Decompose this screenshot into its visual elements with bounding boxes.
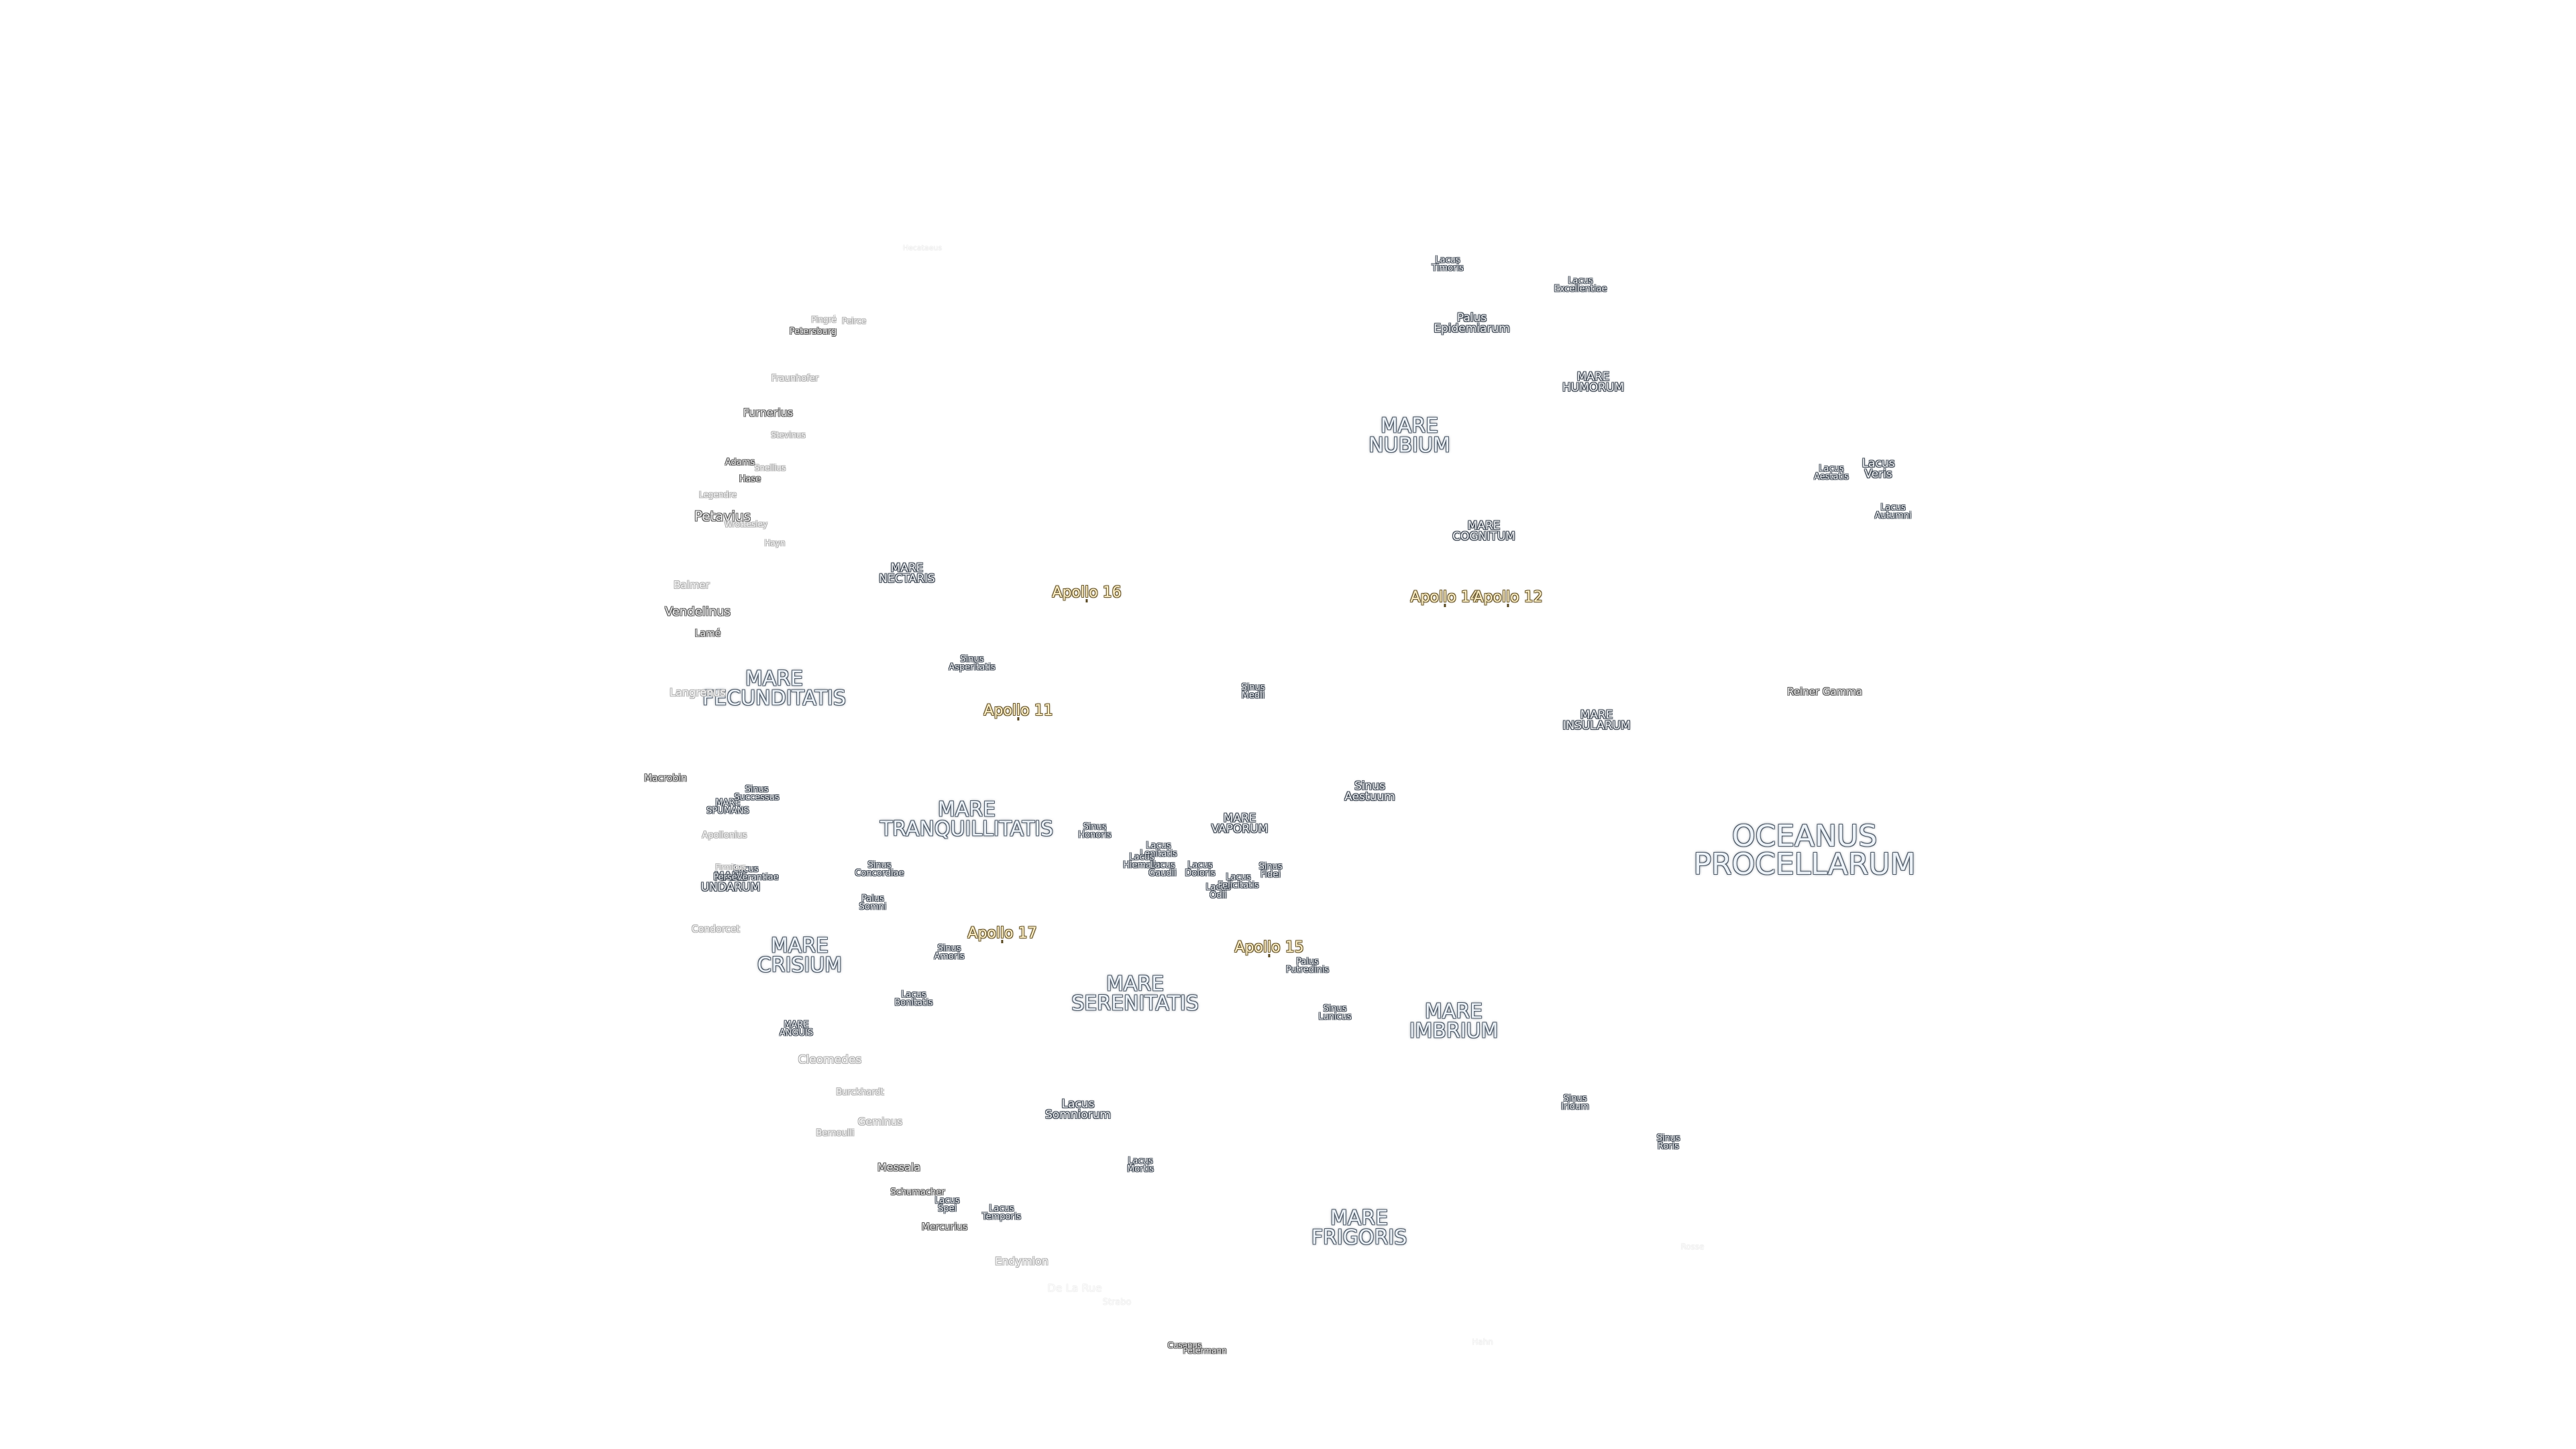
apollo-site-apollo-12: Apollo 12 bbox=[1473, 589, 1543, 607]
feature-label-lam: Lamé bbox=[694, 628, 721, 639]
feature-label-palus-epidemiarum: Palus Epidemiarum bbox=[1434, 311, 1510, 335]
feature-label-petavius: Petavius bbox=[694, 508, 751, 525]
apollo-site-apollo-14: Apollo 14 bbox=[1410, 589, 1480, 607]
feature-label-reiner-gamma: Reiner Gamma bbox=[1786, 685, 1863, 698]
feature-label-lacus-gaudii: Lacus Gaudii bbox=[1148, 860, 1177, 879]
feature-label-lacus-aestatis: Lacus Aestatis bbox=[1814, 464, 1849, 482]
feature-label-lacus-autumni: Lacus Autumni bbox=[1874, 502, 1912, 521]
feature-label-lacus-spei: Lacus Spei bbox=[934, 1195, 960, 1214]
feature-label-schumacher: Schumacher bbox=[890, 1187, 945, 1197]
landing-marker-icon bbox=[1017, 716, 1020, 720]
feature-label-condorcet: Condorcet bbox=[692, 924, 740, 935]
feature-label-mare-spumans: MARE SPUMANS bbox=[706, 798, 749, 816]
feature-label-furnerius: Furnerius bbox=[743, 406, 794, 419]
feature-label-mare-imbrium: MARE IMBRIUM bbox=[1409, 1000, 1499, 1042]
feature-label-cleomedes: Cleomedes bbox=[798, 1053, 862, 1067]
feature-label-burckhardt: Burckhardt bbox=[836, 1087, 884, 1097]
landing-marker-icon bbox=[1507, 603, 1509, 607]
feature-label-mare-anguis: MARE ANGUIS bbox=[779, 1020, 814, 1038]
feature-label-mare-humorum: MARE HUMORUM bbox=[1562, 370, 1625, 394]
feature-label-vendelinus: Vendelinus bbox=[664, 604, 731, 619]
feature-label-mare-undarum: MARE UNDARUM bbox=[700, 869, 761, 894]
feature-label-oceanus-procellarum: OCEANUS PROCELLARUM bbox=[1693, 819, 1916, 881]
feature-label-palus-putredinis: Palus Putredinis bbox=[1285, 957, 1330, 975]
feature-label-hayn: Hayn bbox=[764, 538, 786, 548]
feature-label-bernoulli: Bernoulli bbox=[816, 1128, 855, 1138]
feature-label-lacus-veris: Lacus Veris bbox=[1862, 456, 1895, 481]
feature-label-strabo: Strabo bbox=[1102, 1297, 1132, 1307]
feature-label-snellius: Snellius bbox=[754, 463, 786, 473]
feature-label-apollonius: Apollonius bbox=[702, 830, 747, 841]
feature-label-balmer: Balmer bbox=[674, 578, 710, 591]
feature-label-sinus-amoris: Sinus Amoris bbox=[934, 943, 965, 962]
feature-label-sinus-asperitatis: Sinus Asperitatis bbox=[949, 654, 996, 673]
feature-label-mare-frigoris: MARE FRIGORIS bbox=[1311, 1206, 1407, 1249]
feature-label-lacus-felicitatis: Lacus Felicitatis bbox=[1218, 872, 1259, 891]
feature-label-lacus-timoris: Lacus Timoris bbox=[1432, 255, 1464, 274]
feature-label-cusanus: Cusanus bbox=[1167, 1340, 1202, 1350]
apollo-site-apollo-15: Apollo 15 bbox=[1234, 939, 1304, 957]
feature-label-mare-serenitatis: MARE SERENITATIS bbox=[1071, 972, 1199, 1015]
feature-label-legendre: Legendre bbox=[698, 490, 737, 500]
feature-label-langrenus: Langrenus bbox=[669, 686, 726, 699]
feature-label-firmicus: Firmicus bbox=[715, 862, 746, 871]
feature-label-stevinus: Stevinus bbox=[771, 430, 806, 440]
feature-label-mare-nectaris: MARE NECTARIS bbox=[879, 561, 935, 586]
landing-marker-icon bbox=[1001, 939, 1004, 943]
feature-label-sinus-fidei: Sinus Fidei bbox=[1258, 861, 1283, 880]
feature-label-sinus-iridum: Sinus Iridum bbox=[1561, 1093, 1589, 1112]
feature-label-adams: Adams bbox=[724, 457, 755, 468]
feature-label-messala: Messala bbox=[877, 1161, 921, 1174]
feature-label-sinus-lunicus: Sinus Lunicus bbox=[1318, 1004, 1352, 1022]
apollo-site-apollo-11: Apollo 11 bbox=[983, 702, 1053, 720]
feature-label-lacus-lenitatis: Lacus Lenitatis bbox=[1140, 841, 1177, 859]
feature-label-sinus-concordiae: Sinus Concordiae bbox=[855, 860, 904, 879]
feature-label-endymion: Endymion bbox=[995, 1254, 1049, 1268]
landing-marker-icon bbox=[1085, 598, 1088, 602]
feature-label-mare-nubium: MARE NUBIUM bbox=[1368, 414, 1450, 457]
feature-label-sinus-honoris: Sinus Honoris bbox=[1078, 822, 1112, 841]
feature-label-petersburg: Petersburg bbox=[789, 326, 837, 337]
feature-label-de-la-rue: De La Rue bbox=[1047, 1281, 1102, 1295]
feature-label-palus-somni: Palus Somni bbox=[859, 894, 887, 912]
feature-label-rosse: Rosse bbox=[1680, 1242, 1705, 1252]
feature-label-lacus-odii: Lacus Odii bbox=[1205, 882, 1231, 901]
feature-label-mare-tranquillitatis: MARE TRANQUILLITATIS bbox=[879, 798, 1054, 841]
feature-label-peirce: Peirce bbox=[841, 316, 867, 326]
feature-label-pingr: Pingré bbox=[811, 315, 837, 325]
feature-label-hecataeus: Hecataeus bbox=[902, 243, 943, 252]
landing-marker-icon bbox=[1268, 953, 1271, 957]
feature-label-sinus-successus: Sinus Successus bbox=[734, 784, 780, 803]
apollo-site-apollo-17: Apollo 17 bbox=[967, 925, 1037, 943]
feature-label-geminus: Geminus bbox=[857, 1115, 903, 1128]
feature-label-fraunhofer: Fraunhofer bbox=[771, 373, 819, 384]
feature-label-lacus-temporis: Lacus Temporis bbox=[981, 1203, 1022, 1222]
feature-label-mare-insularum: MARE INSULARUM bbox=[1562, 708, 1631, 733]
feature-label-macrobin: Macrobin bbox=[643, 773, 688, 784]
apollo-site-apollo-16: Apollo 16 bbox=[1052, 584, 1122, 602]
feature-label-lacus-somniorum: Lacus Somniorum bbox=[1045, 1097, 1111, 1122]
feature-label-petermann: Petermann bbox=[1183, 1346, 1227, 1356]
feature-label-lacus-excellentiae: Lacus Excellentiae bbox=[1554, 276, 1607, 294]
feature-label-lacus-doloris: Lacus Doloris bbox=[1185, 860, 1216, 879]
feature-label-lacus-perseverantiae: Lacus Perseverantiae bbox=[713, 864, 779, 883]
feature-label-hase: Hase bbox=[739, 474, 761, 484]
feature-label-lacus-mortis: Lacus Mortis bbox=[1127, 1156, 1154, 1175]
landing-marker-icon bbox=[1444, 603, 1446, 607]
feature-label-sinus-medii: Sinus Medii bbox=[1241, 682, 1265, 701]
feature-label-mare-cognitum: MARE COGNITUM bbox=[1452, 519, 1515, 543]
feature-label-hahn: Hahn bbox=[1472, 1337, 1493, 1347]
feature-label-mare-vaporum: MARE VAPORUM bbox=[1211, 811, 1269, 836]
feature-label-wrottesley: Wrottesley bbox=[724, 519, 768, 529]
feature-label-sinus-roris: Sinus Roris bbox=[1656, 1133, 1680, 1152]
feature-label-mare-fecunditatis: MARE FECUNDITATIS bbox=[702, 667, 846, 710]
feature-label-mare-crisium: MARE CRISIUM bbox=[757, 934, 843, 977]
feature-label-sinus-aestuum: Sinus Aestuum bbox=[1344, 779, 1395, 804]
feature-label-lacus-hiemalis: Lacus Hiemalis bbox=[1122, 852, 1161, 871]
feature-label-mercurius: Mercurius bbox=[921, 1222, 968, 1233]
feature-label-lacus-bonitatis: Lacus Bonitatis bbox=[894, 989, 933, 1008]
